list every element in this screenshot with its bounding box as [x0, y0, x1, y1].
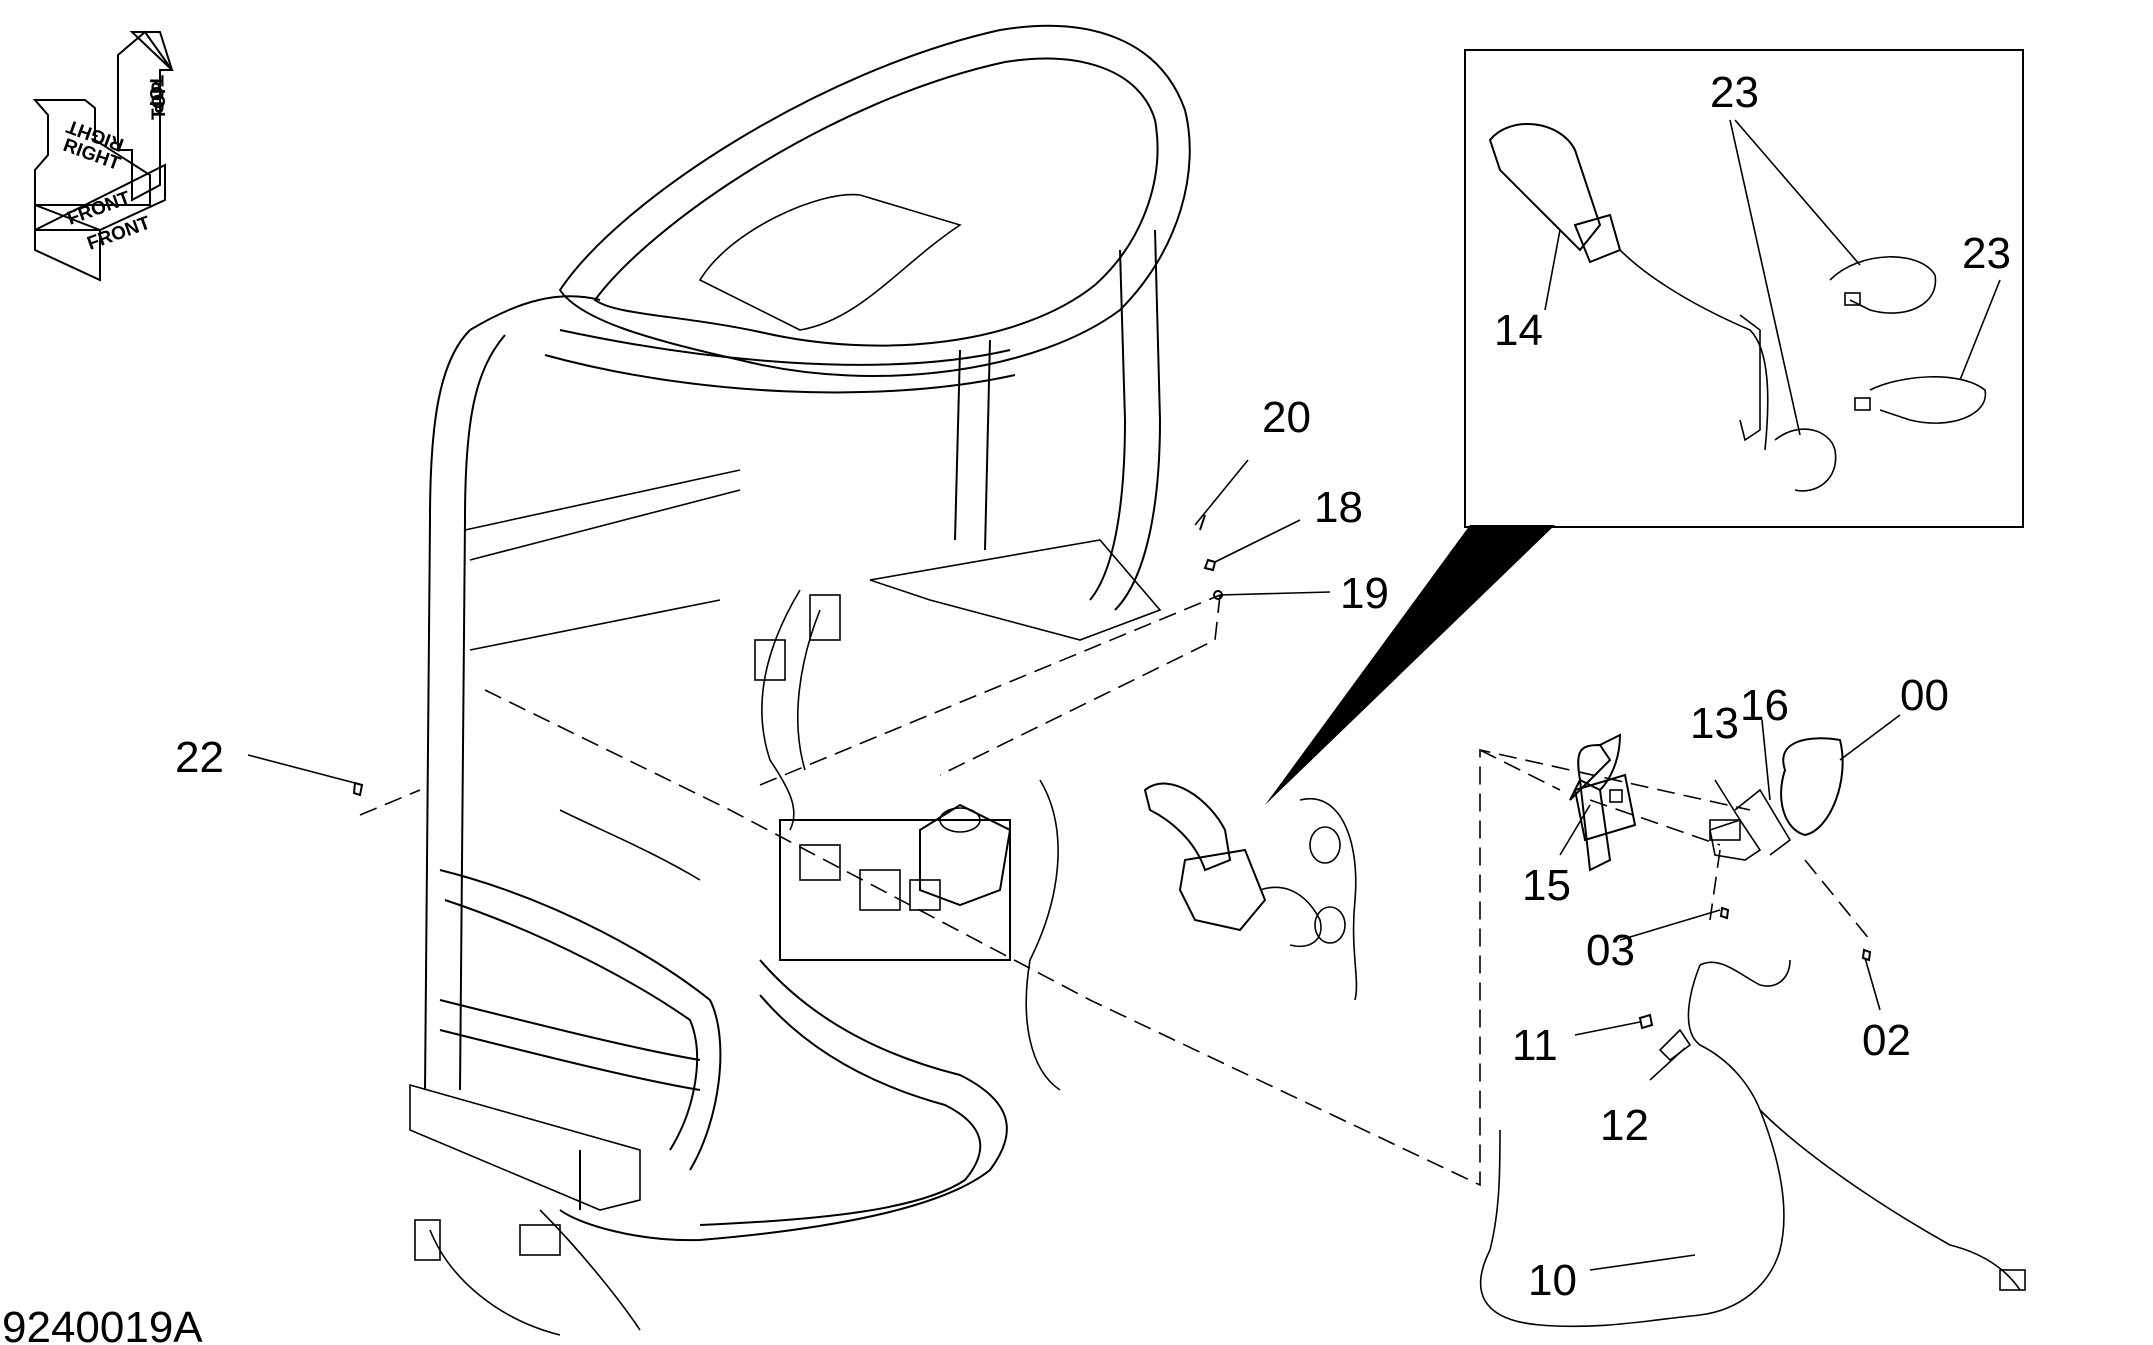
dashed-leader-lines — [359, 594, 1871, 1187]
callout-10: 10 — [1528, 1256, 1577, 1305]
fasteners — [352, 514, 1872, 1030]
orientation-top-label: TOP — [145, 75, 166, 114]
callout-00: 00 — [1900, 671, 1949, 720]
right-assembly — [1479, 733, 2026, 1328]
orientation-symbol: TOP TOP RIGHT RIGHT FRONT FRONT — [32, 30, 174, 282]
callout-23-inset-right: 23 — [1962, 229, 2011, 278]
callout-22: 22 — [175, 733, 224, 782]
figure-id: 9240019A — [2, 1303, 203, 1345]
callout-02: 02 — [1862, 1016, 1911, 1065]
inset-pointer — [1265, 525, 1555, 805]
callout-14: 14 — [1494, 306, 1543, 355]
orientation-top-label-back: TOP — [149, 81, 170, 120]
callout-labels: 20 18 19 22 23 23 14 13 16 00 15 03 02 1… — [175, 68, 2011, 1305]
callout-13: 13 — [1690, 699, 1739, 748]
leader-lines — [247, 119, 2001, 1271]
rops-frame — [409, 24, 1191, 1336]
callout-19: 19 — [1340, 569, 1389, 618]
callout-18: 18 — [1314, 483, 1363, 532]
callout-16: 16 — [1740, 681, 1789, 730]
callout-12: 12 — [1600, 1101, 1649, 1150]
callout-03: 03 — [1586, 926, 1635, 975]
inset-detail — [1464, 49, 2024, 528]
callout-11: 11 — [1512, 1021, 1558, 1070]
joystick-assembly — [1143, 782, 1358, 1001]
callout-23-inset-left: 23 — [1710, 68, 1759, 117]
callout-20: 20 — [1262, 393, 1311, 442]
callout-15: 15 — [1522, 861, 1571, 910]
